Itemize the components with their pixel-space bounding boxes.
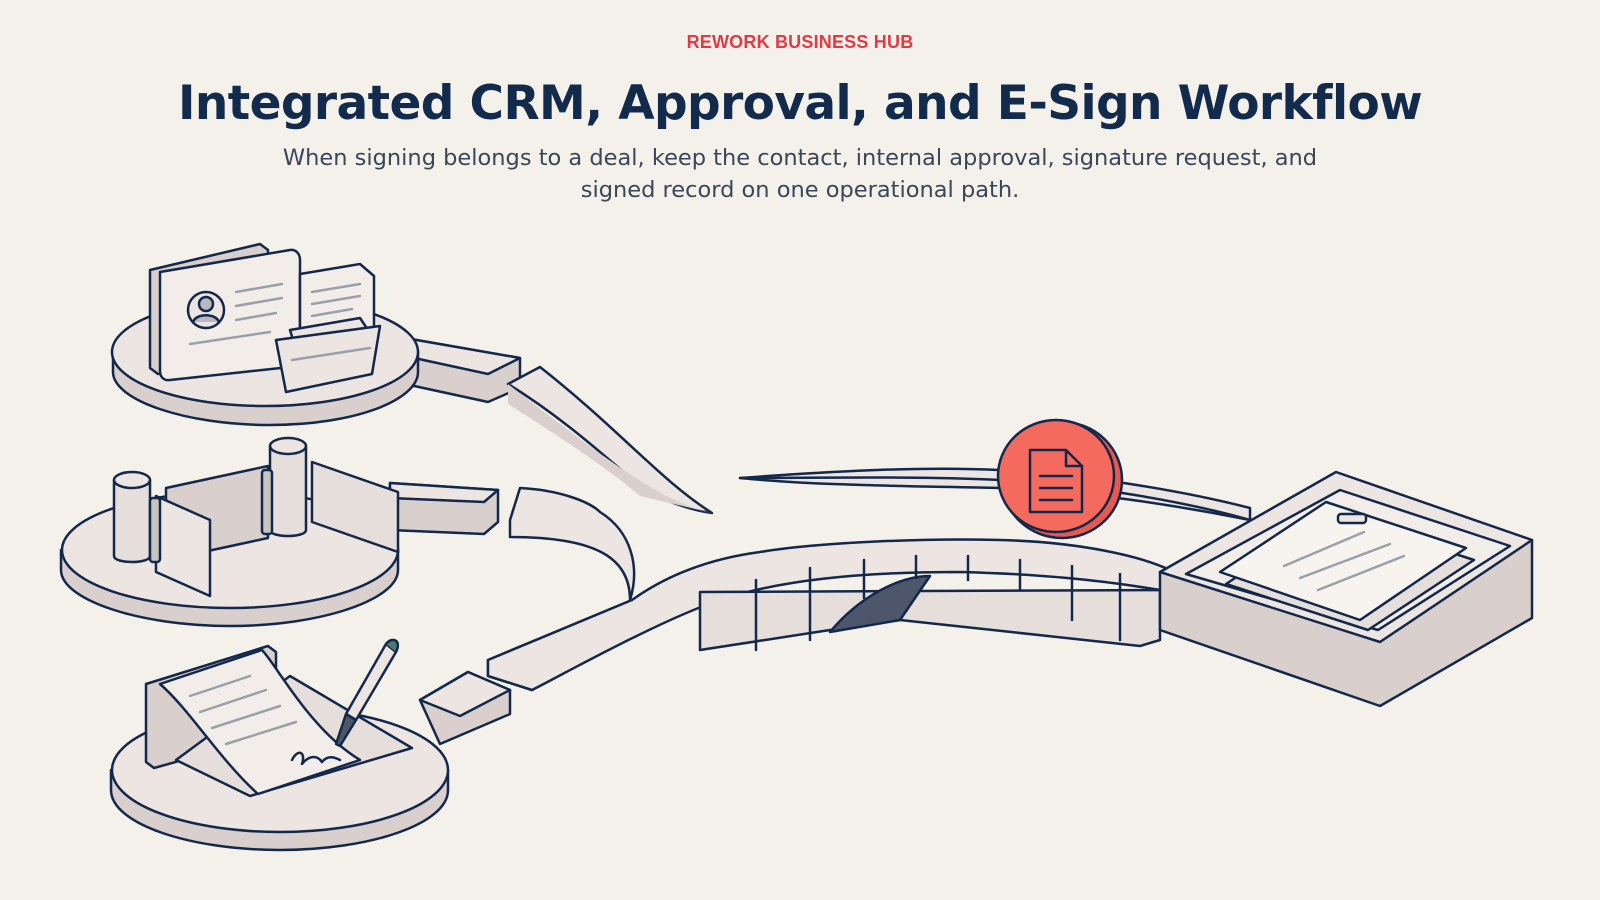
path-crm-to-merge [403, 336, 714, 515]
bridge-supports [698, 554, 1162, 652]
brand-eyebrow: REWORK BUSINESS HUB [686, 32, 914, 52]
path-sign-to-merge [418, 538, 1172, 746]
path-approval-to-merge [388, 481, 636, 602]
approval-gate-icon [112, 436, 400, 598]
page-title: Integrated CRM, Approval, and E-Sign Wor… [177, 76, 1423, 131]
contact-card-icon [148, 242, 302, 382]
fountain-pen-icon [334, 638, 400, 748]
page-subtitle: When signing belongs to a deal, keep the… [282, 145, 1318, 203]
folder-icon [274, 316, 382, 394]
connector-document-badge [996, 418, 1124, 540]
signed-document-icon [144, 644, 414, 798]
workflow-illustration [59, 242, 1534, 852]
path-main-line [738, 467, 1252, 522]
document-tray-icon [1218, 500, 1476, 632]
